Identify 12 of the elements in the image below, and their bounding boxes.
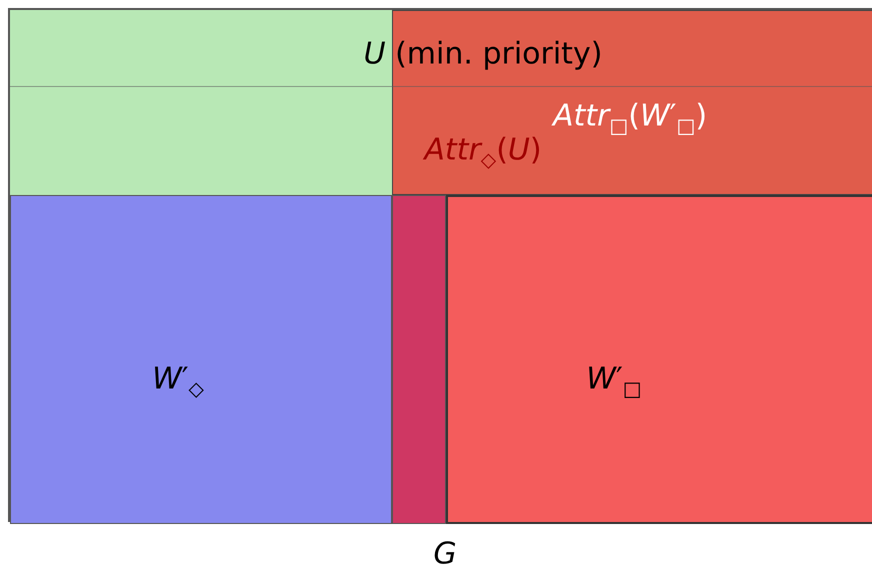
- graph-label: G: [433, 536, 457, 572]
- region-label: Attr$_{◇}$(U): [424, 132, 542, 172]
- attractor-region: [10, 10, 392, 195]
- attractor-region: [392, 10, 872, 195]
- region-label: Attr$_{□}$(W′$_{□}$): [552, 98, 708, 138]
- region-label: U (min. priority): [364, 36, 602, 72]
- region-label: W′$_{□}$: [586, 362, 642, 400]
- region-label: W′$_{◇}$: [152, 362, 204, 400]
- winning-region: [10, 195, 392, 524]
- graph-region: [8, 8, 872, 522]
- winning-region: [446, 195, 872, 524]
- attractor-strip: [392, 195, 446, 524]
